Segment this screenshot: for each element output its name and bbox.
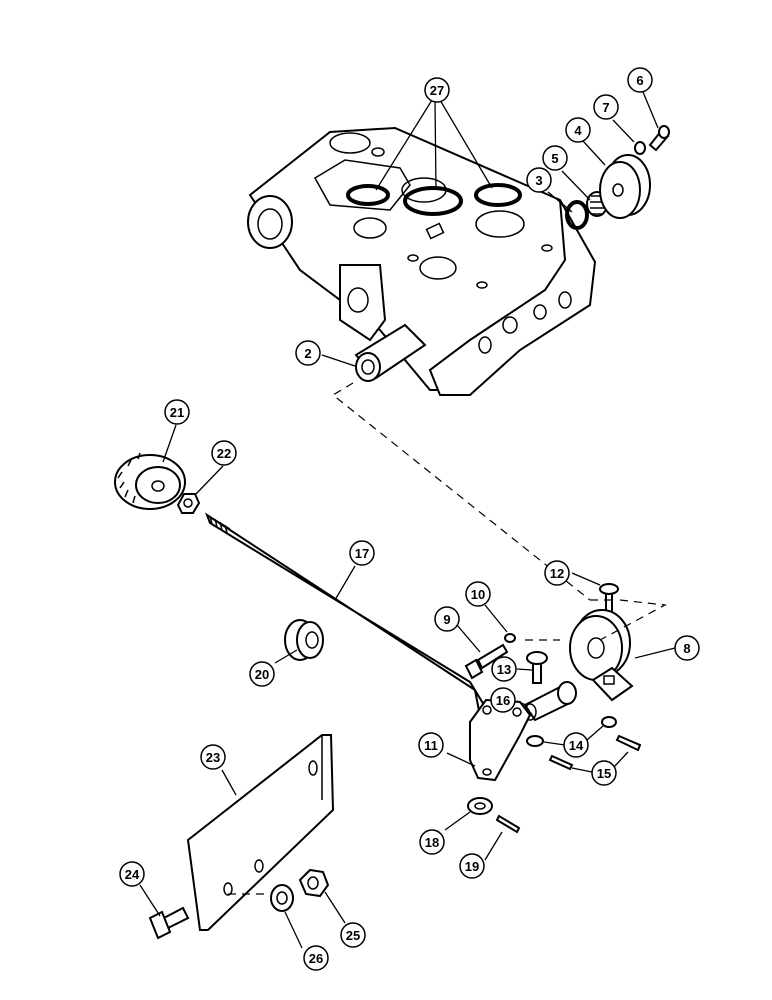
callout-22: 22 — [211, 440, 237, 466]
callout-5: 5 — [542, 145, 568, 171]
valve-body — [247, 126, 597, 396]
callout-16: 16 — [490, 687, 516, 713]
callout-8: 8 — [674, 635, 700, 661]
callout-7: 7 — [593, 94, 619, 120]
svg-text:8: 8 — [683, 641, 690, 656]
svg-text:4: 4 — [574, 123, 582, 138]
svg-text:20: 20 — [255, 667, 269, 682]
svg-text:19: 19 — [465, 859, 479, 874]
svg-text:25: 25 — [346, 928, 360, 943]
o-ring-set — [346, 183, 522, 216]
svg-text:3: 3 — [535, 173, 542, 188]
callout-2: 2 — [295, 340, 321, 366]
callout-27: 27 — [424, 77, 450, 103]
svg-text:15: 15 — [597, 766, 611, 781]
pin-12 — [599, 583, 619, 613]
svg-text:10: 10 — [471, 587, 485, 602]
callout-layer: 27 6 7 4 5 3 2 21 22 17 12 10 9 8 13 20 … — [119, 67, 700, 971]
svg-text:5: 5 — [551, 151, 558, 166]
callout-18: 18 — [419, 829, 445, 855]
assembly-lines — [228, 382, 667, 895]
callout-12: 12 — [544, 560, 570, 586]
washer-14 — [526, 716, 617, 747]
svg-text:27: 27 — [430, 83, 444, 98]
callout-11: 11 — [418, 732, 444, 758]
callout-19: 19 — [459, 853, 485, 879]
callout-6: 6 — [627, 67, 653, 93]
svg-text:18: 18 — [425, 835, 439, 850]
o-ring-3 — [565, 200, 589, 230]
shaft-16 — [523, 681, 577, 722]
callout-21: 21 — [164, 399, 190, 425]
cap-plate-4 — [599, 154, 651, 219]
screw-6 — [648, 125, 670, 152]
callout-10: 10 — [465, 581, 491, 607]
svg-text:26: 26 — [309, 951, 323, 966]
svg-text:22: 22 — [217, 446, 231, 461]
svg-text:21: 21 — [170, 405, 184, 420]
svg-text:9: 9 — [443, 612, 450, 627]
bolt-24 — [148, 906, 190, 940]
grommet-20 — [284, 619, 324, 661]
callout-15: 15 — [591, 760, 617, 786]
svg-text:13: 13 — [497, 662, 511, 677]
callout-13: 13 — [491, 656, 517, 682]
pin-13 — [526, 651, 548, 684]
svg-text:7: 7 — [602, 100, 609, 115]
lever-8 — [569, 609, 634, 702]
bracket-23 — [186, 734, 335, 931]
leader-lines — [139, 91, 676, 949]
nut-25 — [298, 868, 330, 898]
callout-4: 4 — [565, 117, 591, 143]
knob-21 — [114, 452, 186, 510]
callout-23: 23 — [200, 744, 226, 770]
washer-26 — [270, 884, 294, 912]
svg-text:24: 24 — [125, 867, 140, 882]
cotter-pin-19 — [495, 814, 521, 834]
callout-20: 20 — [249, 661, 275, 687]
washer-7 — [634, 141, 646, 155]
cotter-pin-15 — [548, 734, 642, 771]
nut-22 — [176, 493, 201, 514]
callout-26: 26 — [303, 945, 329, 971]
callout-3: 3 — [526, 167, 552, 193]
svg-text:23: 23 — [206, 750, 220, 765]
svg-text:17: 17 — [355, 546, 369, 561]
callout-25: 25 — [340, 922, 366, 948]
svg-text:11: 11 — [424, 738, 438, 753]
svg-text:12: 12 — [550, 566, 564, 581]
washer-18 — [467, 797, 493, 815]
callout-9: 9 — [434, 606, 460, 632]
callout-24: 24 — [119, 861, 145, 887]
callout-14: 14 — [563, 732, 589, 758]
svg-text:2: 2 — [304, 346, 311, 361]
bolt-9 — [464, 643, 509, 680]
washer-10 — [504, 633, 516, 643]
svg-text:6: 6 — [636, 73, 643, 88]
svg-text:14: 14 — [569, 738, 584, 753]
svg-text:16: 16 — [496, 693, 510, 708]
callout-17: 17 — [349, 540, 375, 566]
